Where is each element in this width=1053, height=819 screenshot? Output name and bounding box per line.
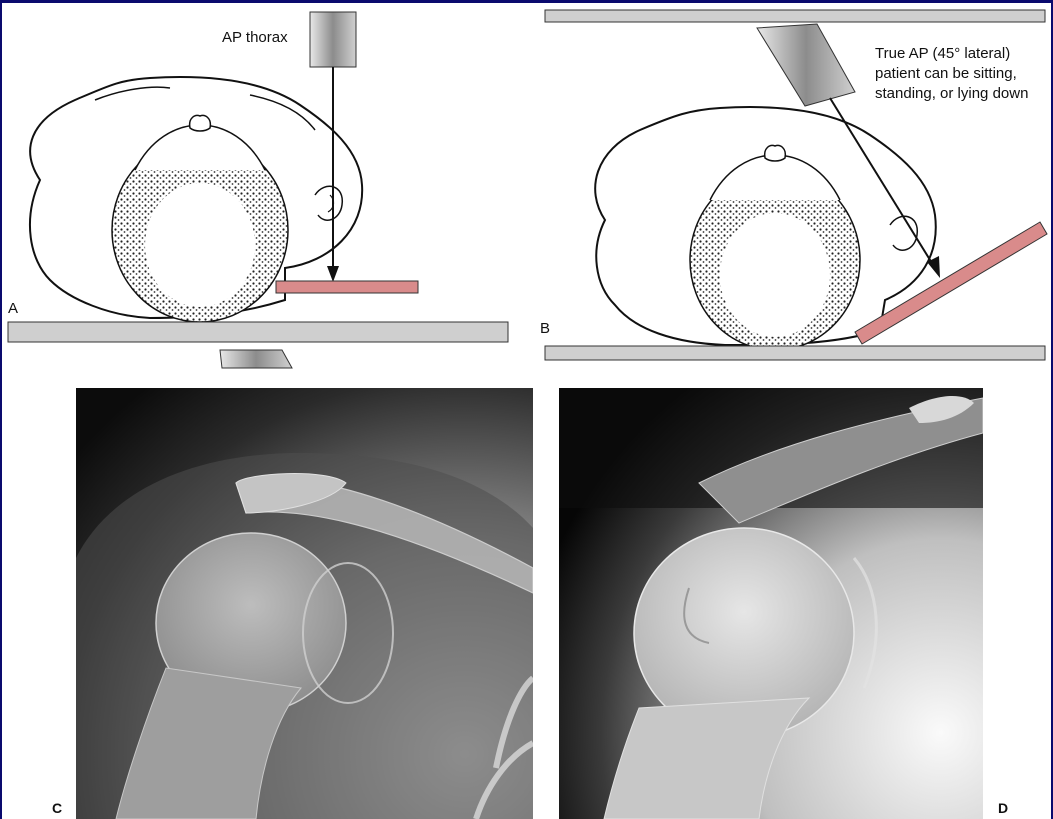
panel-b-letter: B [540,320,550,337]
panel-b-caption-line-1: True AP (45° lateral) [875,44,1028,64]
cassette-a [276,281,418,293]
panel-c-radiograph [76,388,533,819]
panel-a-caption: AP thorax [222,28,288,48]
panel-b-caption-line-3: standing, or lying down [875,84,1028,104]
panel-d-radiograph [559,388,983,819]
under-tube-a [220,350,292,368]
table-a [8,322,508,342]
panel-c-letter: C [52,800,62,816]
table-b [545,346,1045,360]
xray-tube-a [310,12,356,67]
panel-a-letter: A [8,300,18,317]
panel-d-letter: D [998,800,1008,816]
panel-a-illustration [0,0,525,370]
xray-tube-b [757,24,855,106]
top-table-b [545,10,1045,22]
panel-b-caption-line-2: patient can be sitting, [875,64,1028,84]
panel-b-caption: True AP (45° lateral) patient can be sit… [875,44,1028,104]
